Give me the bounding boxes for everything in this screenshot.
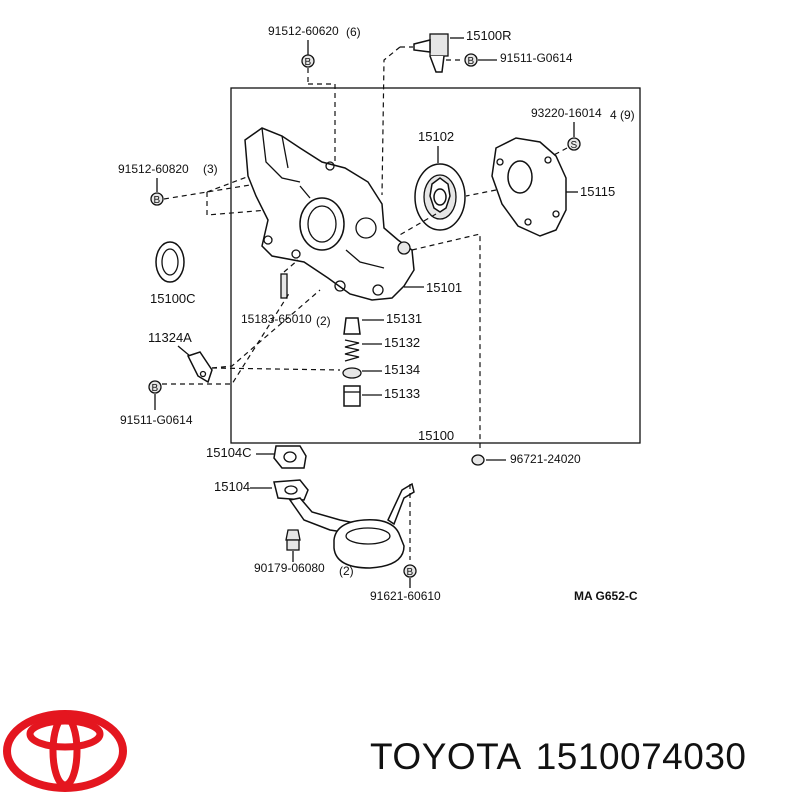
svg-text:S: S xyxy=(571,140,578,151)
svg-text:B: B xyxy=(305,57,312,68)
gasket-15104C xyxy=(273,445,307,469)
oil-pump-body-15101 xyxy=(244,127,415,301)
oil-seal-15100C xyxy=(155,241,185,283)
label-15104: 15104 xyxy=(214,479,250,494)
svg-text:B: B xyxy=(154,195,161,206)
brand-caption: TOYOTA 1510074030 xyxy=(370,736,761,778)
relief-spring-15132 xyxy=(344,339,360,362)
label-15100: 15100 xyxy=(418,428,454,443)
svg-text:B: B xyxy=(468,56,475,67)
gasket-15134 xyxy=(342,367,362,379)
label-15183-65010: 15183-65010 xyxy=(241,312,312,326)
bolt-b-icon: B xyxy=(464,53,478,67)
label-15115: 15115 xyxy=(580,184,615,199)
pump-rotor-15102 xyxy=(414,163,466,231)
label-15102: 15102 xyxy=(418,129,454,144)
nut-90179-06080 xyxy=(285,529,301,551)
relief-plug-15133 xyxy=(343,385,361,407)
oil-strainer-15104 xyxy=(273,479,415,569)
label-91512-60820: 91512-60820 xyxy=(118,162,189,176)
bolt-b-icon: B xyxy=(150,192,164,206)
part-number: 1510074030 xyxy=(535,736,747,777)
relief-valve-plunger-15131 xyxy=(343,317,361,335)
label-15131-qty: (2) xyxy=(316,314,331,328)
label-90179-qty: (2) xyxy=(339,564,354,578)
label-11324A: 11324A xyxy=(148,330,192,345)
label-15100R: 15100R xyxy=(466,28,512,43)
label-15134: 15134 xyxy=(384,362,420,377)
label-91511-G0614-top: 91511-G0614 xyxy=(500,51,573,65)
label-90179-06080: 90179-06080 xyxy=(254,561,325,575)
label-93220-qty: 4 (9) xyxy=(610,108,635,122)
oil-pressure-sender-15100R xyxy=(413,33,449,73)
bracket-11324A xyxy=(186,351,213,384)
label-91511-G0614-bottom: 91511-G0614 xyxy=(120,413,193,427)
brand-name: TOYOTA xyxy=(370,736,522,777)
bolt-b-icon: B xyxy=(403,564,417,578)
label-15101: 15101 xyxy=(426,280,462,295)
label-91621-60610: 91621-60610 xyxy=(370,589,441,603)
label-15104C: 15104C xyxy=(206,445,252,460)
o-ring-96721-24020 xyxy=(471,454,485,466)
assembly-frame xyxy=(230,87,641,444)
bolt-b-icon: B xyxy=(301,54,315,68)
svg-text:B: B xyxy=(152,383,159,394)
toyota-logo-icon xyxy=(3,710,127,792)
stud-15183-65010 xyxy=(280,273,288,299)
pump-cover-15115 xyxy=(491,137,567,237)
label-91512-60820-qty: (3) xyxy=(203,162,218,176)
label-15133: 15133 xyxy=(384,386,420,401)
label-91512-60620: 91512-60620 xyxy=(268,24,339,38)
label-15132: 15132 xyxy=(384,335,420,350)
diagram-code: MA G652-C xyxy=(574,589,638,603)
label-93220-16014: 93220-16014 xyxy=(531,106,602,120)
label-15131: 15131 xyxy=(386,311,422,326)
label-15100C: 15100C xyxy=(150,291,196,306)
bolt-b-icon: B xyxy=(148,380,162,394)
screw-s-icon: S xyxy=(567,137,581,151)
svg-text:B: B xyxy=(407,567,414,578)
label-96721-24020: 96721-24020 xyxy=(510,452,581,466)
label-91512-60620-qty: (6) xyxy=(346,25,361,39)
